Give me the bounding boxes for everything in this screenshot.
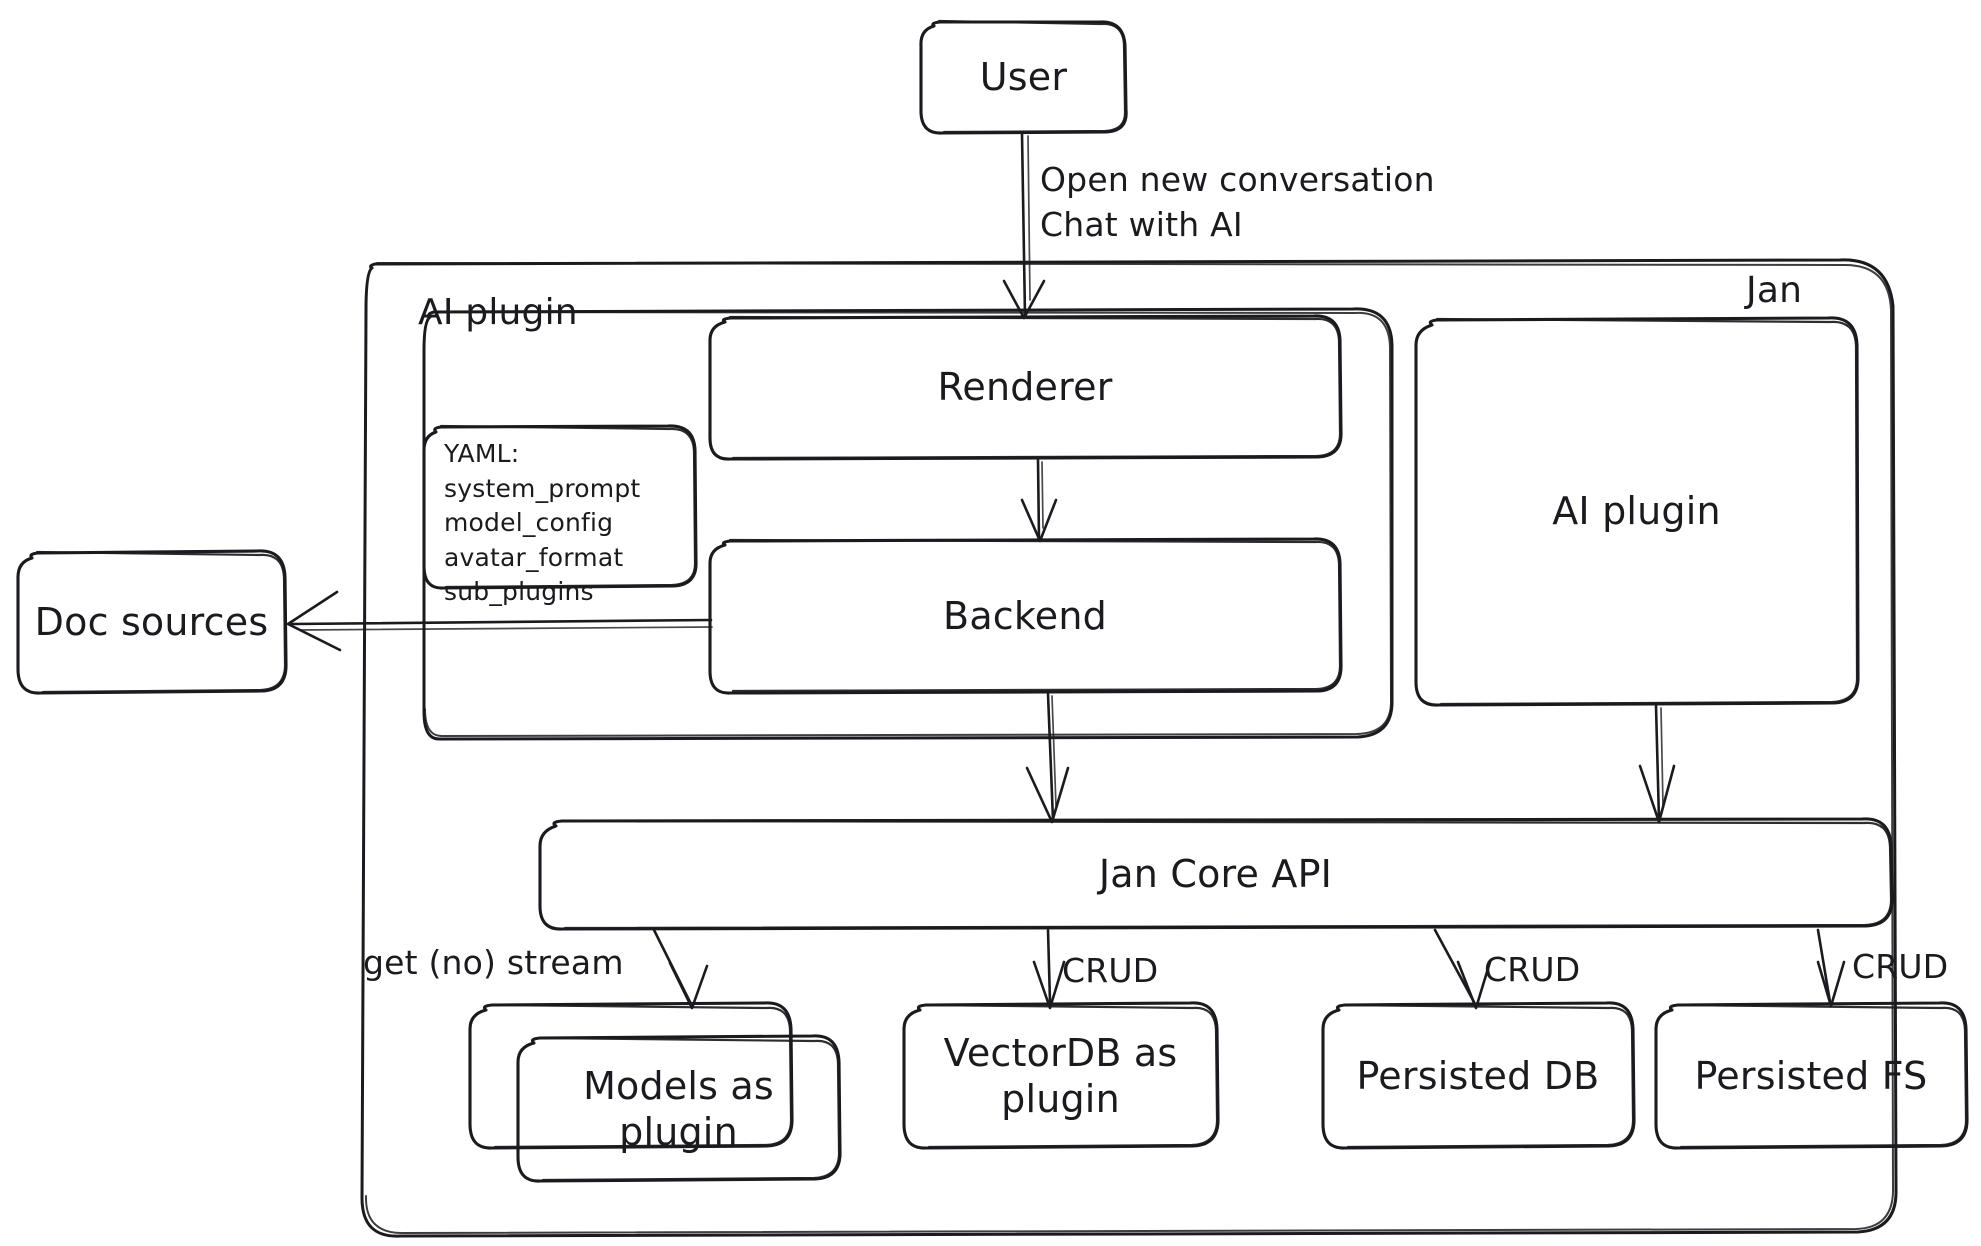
edge-core-to-persisted-db <box>1433 928 1492 1010</box>
edge-renderer-to-backend <box>1020 458 1058 543</box>
doc-sources-node-label: Doc sources <box>34 599 269 644</box>
edge-label-open-new-conversation: Open new conversation <box>1040 160 1435 199</box>
edge-ai-plugin-to-core <box>1638 704 1676 824</box>
renderer-node-label: Renderer <box>937 365 1113 410</box>
yaml-note-group: YAML: system_prompt model_config avatar_… <box>444 437 694 610</box>
yaml-note-item-sub-plugins: sub_plugins <box>444 577 594 606</box>
edge-label-crud-persisted-db: CRUD <box>1484 950 1581 989</box>
vectordb-plugin-node-label-group: VectorDB as plugin <box>904 1005 1217 1147</box>
ai-plugin-container-shape <box>422 307 1394 741</box>
backend-box-shape <box>708 537 1343 695</box>
jan-core-api-box-shape <box>538 817 1894 931</box>
ai-plugin-box-shape <box>1414 316 1860 707</box>
persisted-fs-box-shape <box>1654 1001 1969 1150</box>
edge-core-to-models <box>652 928 709 1010</box>
edge-label-chat-with-ai: Chat with AI <box>1040 204 1243 244</box>
vectordb-plugin-node-label-line2: plugin <box>1001 1077 1120 1121</box>
jan-core-api-node-label: Jan Core API <box>1098 851 1333 896</box>
renderer-box-shape <box>708 314 1343 461</box>
yaml-note-title: YAML: <box>444 439 520 468</box>
models-plugin-node-label-line1: Models as <box>583 1063 774 1108</box>
yaml-note-box-shape <box>422 424 698 590</box>
edge-label-crud-vectordb: CRUD <box>1062 951 1159 990</box>
edge-user-to-renderer <box>1002 132 1046 320</box>
edge-core-to-persisted-fs <box>1816 928 1846 1008</box>
yaml-note-item-model-config: model_config <box>444 508 614 537</box>
edge-backend-to-doc-sources <box>286 590 713 652</box>
vectordb-plugin-node-label-line1: VectorDB as <box>943 1030 1178 1075</box>
persisted-db-box-shape <box>1321 1001 1636 1150</box>
backend-node-label: Backend <box>943 593 1107 638</box>
jan-container-label: Jan <box>1746 270 1803 311</box>
doc-sources-box-shape <box>16 549 288 695</box>
models-plugin-box-shape <box>468 1001 842 1183</box>
yaml-note-item-avatar-format: avatar_format <box>444 542 624 572</box>
models-plugin-node-label-group: Models as plugin <box>518 1038 839 1180</box>
ai-plugin-node-label: AI plugin <box>1552 489 1721 534</box>
user-box-shape <box>919 19 1128 135</box>
edge-label-crud-persisted-fs: CRUD <box>1852 947 1949 986</box>
user-node-label: User <box>979 55 1068 100</box>
edge-label-user-to-renderer-group: Open new conversation Chat with AI <box>1040 158 1435 247</box>
persisted-db-node-label: Persisted DB <box>1356 1053 1600 1098</box>
edge-backend-to-core <box>1025 692 1070 824</box>
persisted-fs-node-label: Persisted FS <box>1694 1053 1928 1098</box>
models-plugin-node-label-line2: plugin <box>619 1110 738 1154</box>
edge-core-to-vectordb <box>1032 928 1066 1010</box>
edge-label-get-no-stream: get (no) stream <box>363 943 624 982</box>
vectordb-plugin-box-shape <box>902 1001 1220 1150</box>
yaml-note-item-system-prompt: system_prompt <box>444 473 641 503</box>
ai-plugin-container-label: AI plugin <box>418 292 578 333</box>
jan-container-shape <box>360 258 1898 1238</box>
